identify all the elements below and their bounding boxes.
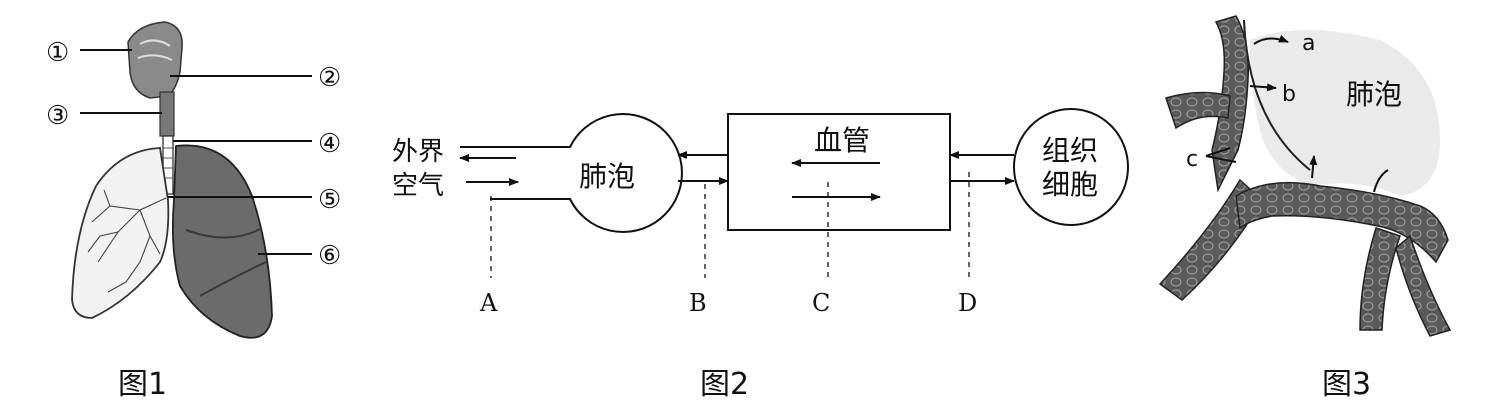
arrow-right-bend (1373, 169, 1389, 193)
fig3-label-b: b (1282, 82, 1296, 107)
fig1-label-2: ② (318, 63, 341, 93)
figure1-respiratory-system: ① ② ③ ④ ⑤ ⑥ 图1 (46, 21, 341, 402)
fig1-label-6: ⑥ (318, 241, 341, 271)
alveolus-label: 肺泡 (579, 160, 635, 193)
figure2-caption: 图2 (700, 367, 749, 402)
capillary-horizontal (1235, 181, 1449, 264)
arrow-up (1309, 155, 1318, 179)
point-b-label: B (689, 289, 707, 317)
fig1-label-3: ③ (46, 101, 69, 131)
label-c-pointer (1205, 147, 1237, 163)
arrow-b (1249, 83, 1277, 92)
blood-vessel-box (727, 113, 951, 231)
left-lung-illustration (71, 147, 170, 319)
nasal-cavity-illustration (127, 21, 183, 99)
fig1-label-4: ④ (318, 129, 341, 159)
larynx-illustration (159, 91, 175, 137)
figure2-gas-exchange-flow: 外界 空气 肺泡 血管 组织 细胞 A B C D 图2 (392, 108, 1129, 402)
blood-vessel-label: 血管 (814, 124, 870, 157)
fig3-label-a: a (1302, 31, 1315, 56)
fig3-label-c: c (1186, 147, 1198, 172)
fig1-label-5: ⑤ (318, 185, 341, 215)
outside-air-line2: 空气 (392, 171, 444, 201)
point-d-label: D (958, 289, 977, 317)
point-a-label: A (479, 289, 498, 317)
arrow-a (1253, 34, 1289, 45)
figure1-caption: 图1 (118, 367, 167, 402)
point-c-label: C (812, 289, 830, 317)
figure3-alveolus-capillary: a b c 肺泡 图3 (1158, 15, 1452, 402)
fig1-label-1: ① (46, 38, 69, 68)
capillary-upper-left (1211, 15, 1249, 193)
airway-and-alveolus-outline (460, 113, 683, 233)
capillary-lower-right-b (1395, 234, 1452, 337)
capillary-left-branch (1165, 91, 1231, 130)
right-lung-illustration (171, 144, 273, 339)
capillary-lower-right-a (1359, 227, 1401, 331)
alveolus-shaded-region (1250, 30, 1440, 196)
fig3-alveolus-label: 肺泡 (1346, 78, 1402, 111)
capillary-lower-left (1158, 178, 1263, 301)
tissue-cells-line2: 细胞 (1042, 168, 1098, 201)
tissue-cells-circle (1013, 108, 1129, 226)
tissue-cells-line1: 组织 (1042, 134, 1098, 167)
figure3-caption: 图3 (1322, 367, 1371, 402)
outside-air-line1: 外界 (392, 137, 444, 167)
